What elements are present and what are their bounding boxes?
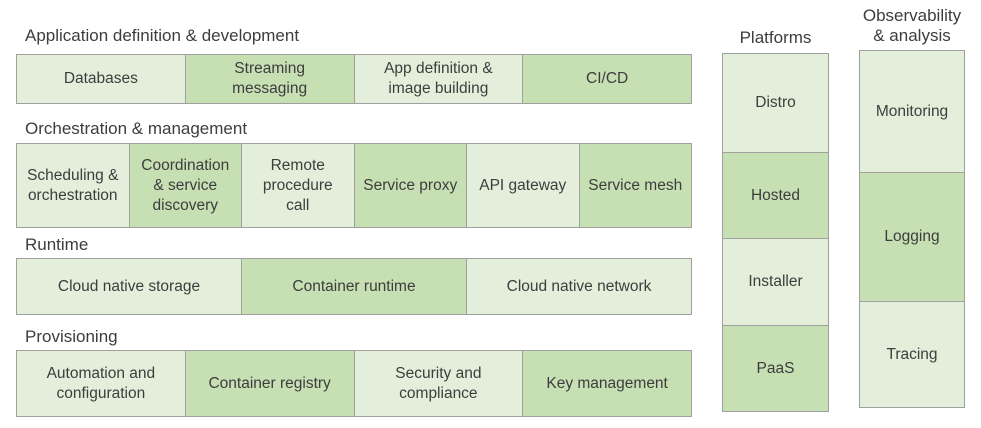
section-title-provisioning: Provisioning: [25, 327, 118, 346]
cell-cloud-native-network: Cloud native network: [466, 258, 692, 315]
cell-installer: Installer: [722, 238, 829, 326]
cell-app-definition-image-building: App definition & image building: [353, 54, 524, 104]
section-title-orchestration: Orchestration & management: [25, 119, 248, 138]
cell-tracing: Tracing: [859, 301, 965, 408]
cell-cloud-native-storage: Cloud native storage: [16, 258, 242, 315]
cell-monitoring: Monitoring: [859, 50, 965, 173]
cell-logging: Logging: [859, 172, 965, 302]
cell-hosted: Hosted: [722, 152, 829, 239]
cell-scheduling-orchestration: Scheduling & orchestration: [16, 143, 130, 228]
observability-cells: Monitoring Logging Tracing: [859, 50, 965, 408]
cell-service-mesh: Service mesh: [578, 143, 692, 228]
cell-key-management: Key management: [522, 350, 692, 417]
cell-paas: PaaS: [722, 325, 829, 412]
cell-service-proxy: Service proxy: [353, 143, 467, 228]
observability-column: Observability & analysis Monitoring Logg…: [845, 0, 979, 428]
cell-streaming-messaging: Streaming messaging: [184, 54, 355, 104]
column-title-observability: Observability & analysis: [862, 6, 962, 45]
cell-automation-configuration: Automation and configuration: [16, 350, 186, 417]
cell-api-gateway: API gateway: [466, 143, 580, 228]
cell-databases: Databases: [16, 54, 186, 104]
cell-coordination-service-discovery: Coordination & service discovery: [128, 143, 242, 228]
section-row-runtime: Cloud native storage Container runtime C…: [16, 258, 692, 315]
section-row-provisioning: Automation and configuration Container r…: [16, 350, 692, 417]
platforms-column: Platforms Distro Hosted Installer PaaS: [722, 0, 829, 428]
cell-distro: Distro: [722, 53, 829, 153]
landscape-main-area: Application definition & development Dat…: [16, 0, 692, 428]
cell-remote-procedure-call: Remote procedure call: [241, 143, 355, 228]
column-title-platforms: Platforms: [739, 28, 812, 47]
platforms-cells: Distro Hosted Installer PaaS: [722, 53, 829, 412]
cell-container-runtime: Container runtime: [241, 258, 467, 315]
section-row-app-definition: Databases Streaming messaging App defini…: [16, 54, 692, 104]
section-row-orchestration: Scheduling & orchestration Coordination …: [16, 143, 692, 228]
cell-security-compliance: Security and compliance: [353, 350, 524, 417]
section-title-app-definition: Application definition & development: [25, 26, 300, 45]
cell-container-registry: Container registry: [184, 350, 355, 417]
cell-ci-cd: CI/CD: [522, 54, 692, 104]
section-title-runtime: Runtime: [25, 235, 89, 254]
